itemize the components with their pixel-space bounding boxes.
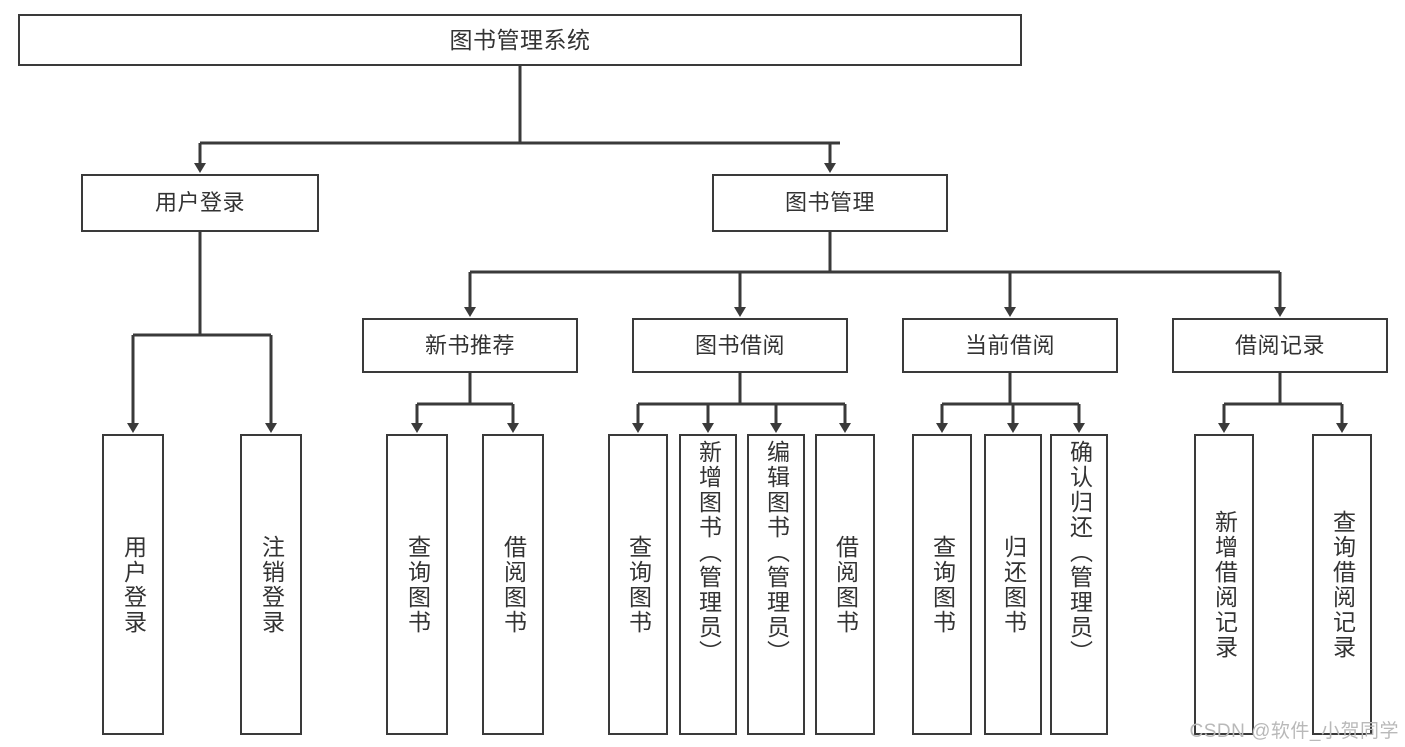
node-leaf-query-book-1-label: 查询图书	[404, 534, 431, 635]
node-leaf-confirm-return[interactable]: 确认归还（管理员）	[1050, 434, 1108, 735]
node-user-login-label: 用户登录	[154, 190, 245, 216]
node-leaf-borrow-book-2-label: 借阅图书	[832, 534, 859, 635]
node-leaf-user-logout[interactable]: 注销登录	[240, 434, 302, 735]
node-new-book-recommend[interactable]: 新书推荐	[362, 318, 578, 373]
node-current-borrow[interactable]: 当前借阅	[902, 318, 1118, 373]
node-user-login[interactable]: 用户登录	[81, 174, 319, 232]
node-leaf-confirm-return-label: 确认归还（管理员）	[1066, 440, 1093, 665]
node-leaf-borrow-book-1[interactable]: 借阅图书	[482, 434, 544, 735]
node-leaf-return-book[interactable]: 归还图书	[984, 434, 1042, 735]
node-book-borrow[interactable]: 图书借阅	[632, 318, 848, 373]
node-leaf-query-borrow-record-label: 查询借阅记录	[1329, 509, 1356, 660]
node-borrow-record[interactable]: 借阅记录	[1172, 318, 1388, 373]
node-leaf-add-borrow-record[interactable]: 新增借阅记录	[1194, 434, 1254, 735]
node-leaf-query-book-2[interactable]: 查询图书	[608, 434, 668, 735]
node-book-manage-label: 图书管理	[784, 190, 875, 216]
node-borrow-record-label: 借阅记录	[1234, 332, 1325, 358]
node-leaf-query-book-1[interactable]: 查询图书	[386, 434, 448, 735]
watermark-text: CSDN @软件_小贺同学	[1189, 721, 1399, 742]
node-leaf-query-book-3[interactable]: 查询图书	[912, 434, 972, 735]
node-leaf-user-login-label: 用户登录	[120, 534, 147, 635]
node-new-book-recommend-label: 新书推荐	[424, 332, 515, 358]
node-leaf-query-book-3-label: 查询图书	[929, 534, 956, 635]
node-root-label: 图书管理系统	[449, 26, 591, 53]
node-leaf-return-book-label: 归还图书	[1000, 534, 1027, 635]
node-leaf-query-book-2-label: 查询图书	[625, 534, 652, 635]
node-leaf-user-logout-label: 注销登录	[258, 534, 285, 635]
node-leaf-add-book-admin[interactable]: 新增图书（管理员）	[679, 434, 737, 735]
node-book-borrow-label: 图书借阅	[694, 332, 785, 358]
node-leaf-user-login[interactable]: 用户登录	[102, 434, 164, 735]
node-root[interactable]: 图书管理系统	[18, 14, 1022, 66]
node-leaf-edit-book-admin[interactable]: 编辑图书（管理员）	[747, 434, 805, 735]
node-leaf-query-borrow-record[interactable]: 查询借阅记录	[1312, 434, 1372, 735]
node-leaf-borrow-book-1-label: 借阅图书	[500, 534, 527, 635]
node-leaf-edit-book-admin-label: 编辑图书（管理员）	[763, 440, 790, 665]
node-current-borrow-label: 当前借阅	[964, 332, 1055, 358]
node-leaf-borrow-book-2[interactable]: 借阅图书	[815, 434, 875, 735]
node-leaf-add-book-admin-label: 新增图书（管理员）	[695, 440, 722, 665]
node-leaf-add-borrow-record-label: 新增借阅记录	[1211, 509, 1238, 660]
node-book-manage[interactable]: 图书管理	[712, 174, 948, 232]
